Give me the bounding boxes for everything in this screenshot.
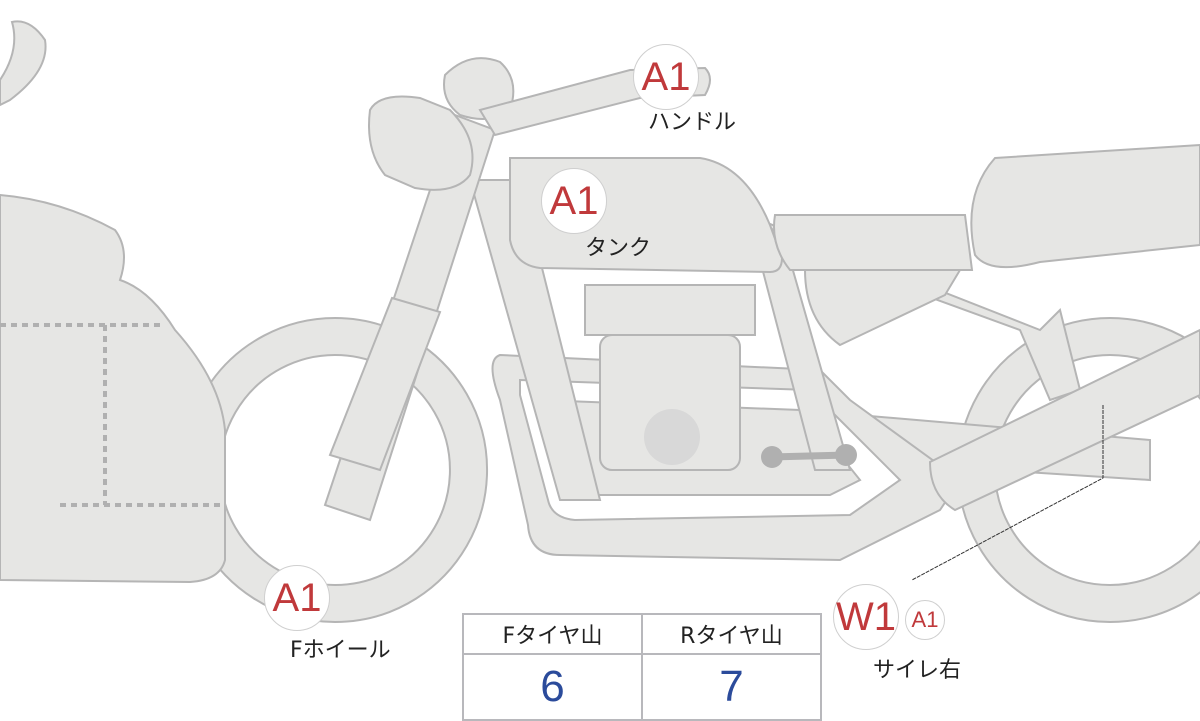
front-cover	[0, 193, 226, 584]
front-tread-header: Fタイヤ山	[462, 613, 643, 655]
front-wheel-code-badge: A1	[264, 565, 330, 631]
engine-cover	[644, 409, 700, 465]
rear-seat	[970, 143, 1200, 269]
handlebar-label: ハンドル	[648, 110, 737, 135]
muffler-code-badge-w1: W1	[833, 584, 899, 650]
seat	[773, 214, 974, 271]
front-wheel-label: Fホイール	[290, 638, 391, 663]
tank-label: タンク	[585, 236, 652, 261]
leader-line	[911, 405, 1104, 581]
front-tread-value: 6	[462, 653, 643, 721]
rear-tread-header: Rタイヤ山	[641, 613, 822, 655]
rear-tread-value: 7	[641, 653, 822, 721]
handlebar-code-badge: A1	[633, 44, 699, 110]
engine-top	[584, 284, 756, 336]
muffler	[928, 328, 1200, 512]
tire-tread-table: Fタイヤ山 Rタイヤ山 6 7	[462, 613, 822, 721]
rear-wheel	[957, 317, 1200, 623]
front-wheel	[182, 317, 489, 623]
tank-code-badge: A1	[541, 168, 607, 234]
engine-block	[599, 334, 741, 471]
headlight	[368, 95, 474, 191]
muffler-label: サイレ右	[873, 658, 962, 683]
muffler-code-badge-a1: A1	[905, 600, 945, 640]
